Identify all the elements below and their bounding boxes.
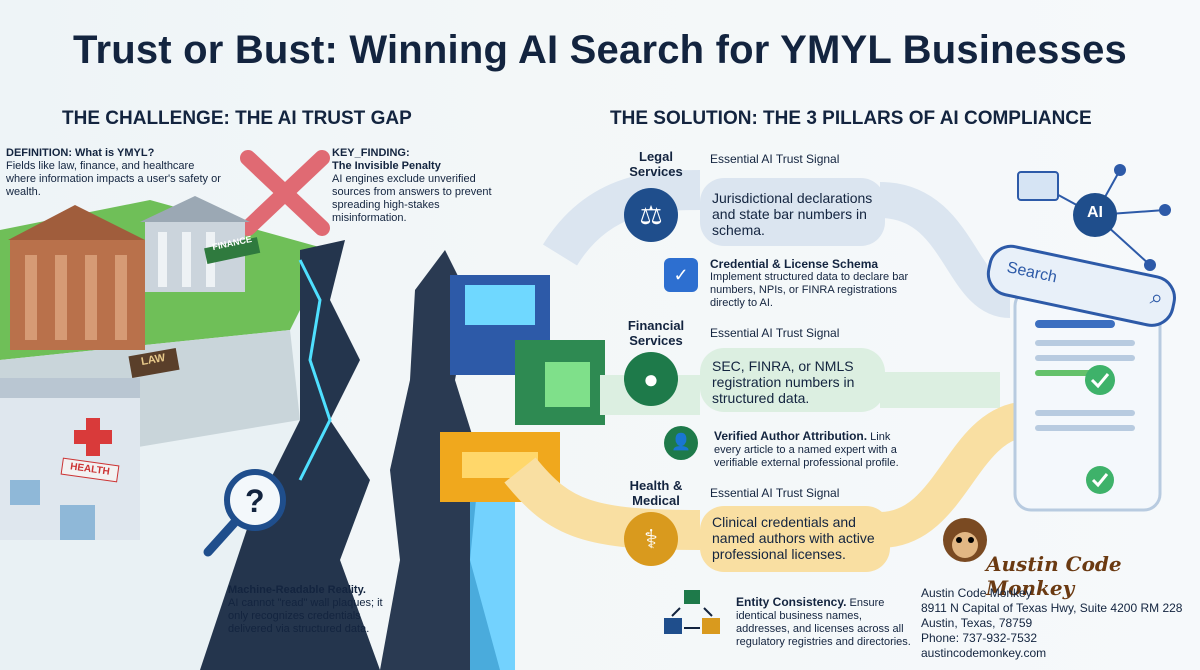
feature-credential: Credential & License Schema Implement st… — [710, 258, 910, 310]
pillar-finance-bar — [700, 348, 885, 412]
magnifier-question-icon: ? — [203, 469, 286, 557]
entity-buildings-icon — [662, 588, 722, 638]
feature-entity-title: Entity Consistency. — [736, 595, 847, 609]
feature-entity-body: Ensure identical business names, address… — [736, 597, 911, 648]
pillar-finance-text: SEC, FINRA, or NMLS registration numbers… — [712, 358, 855, 406]
pillar-legal-bar — [700, 178, 885, 246]
coins-icon: ● — [624, 352, 678, 406]
pillar-finance-signal: Essential AI Trust Signal — [710, 326, 840, 340]
page-title: Trust or Bust: Winning AI Search for YMY… — [73, 28, 1127, 72]
feature-author: Verified Author Attribution. Link every … — [714, 430, 914, 470]
pillar-health-label: Health & Medical — [629, 478, 683, 508]
machine-body: AI cannot "read" wall plaques; it only r… — [228, 597, 383, 635]
document-panel-icon — [1013, 288, 1162, 512]
feature-credential-body: Implement structured data to declare bar… — [710, 271, 909, 309]
brand-logo-text: Austin Code Monkey — [986, 552, 1122, 600]
definition-block: DEFINITION: What is YMYL? Fields like la… — [6, 147, 226, 199]
red-x-icon — [240, 150, 330, 236]
verified-author-icon: 👤 — [664, 426, 698, 460]
search-placeholder: Search — [1005, 259, 1059, 287]
definition-body: Fields like law, finance, and healthcare… — [6, 160, 221, 198]
solution-heading: THE SOLUTION: THE 3 PILLARS OF AI COMPLI… — [610, 108, 1092, 129]
ai-badge: AI — [1087, 204, 1103, 221]
key-finding-body: AI engines exclude unverified sources fr… — [332, 173, 492, 224]
search-icon: ⌕ — [1148, 283, 1166, 311]
feature-author-body: Link every article to a named expert wit… — [714, 431, 899, 469]
law-building-icon — [8, 205, 145, 350]
contact-website[interactable]: austincodemonkey.com — [921, 646, 1047, 660]
pillar-health-signal: Essential AI Trust Signal — [710, 486, 840, 500]
gavel-icon: ⚖ — [624, 188, 678, 242]
contact-block: Austin Code Monkey 8911 N Capital of Tex… — [921, 586, 1196, 661]
pillar-health-text: Clinical credentials and named authors w… — [712, 514, 875, 562]
key-finding-title: KEY_FINDING: — [332, 147, 410, 159]
caduceus-icon: ⚕ — [624, 512, 678, 566]
contact-name: Austin Code Monkey — [921, 586, 1032, 600]
ai-network-icon — [1017, 164, 1171, 271]
pillar-legal-text: Jurisdictional declarations and state ba… — [712, 190, 873, 238]
pillar-health-bar — [700, 506, 890, 572]
feature-credential-title: Credential & License Schema — [710, 257, 879, 271]
key-finding-subtitle: The Invisible Penalty — [332, 160, 441, 172]
definition-title: DEFINITION: What is YMYL? — [6, 147, 155, 159]
contact-phone: Phone: 737-932-7532 — [921, 631, 1038, 645]
machine-title: Machine-Readable Reality. — [228, 584, 366, 596]
pillar-legal-label: Legal Services — [629, 149, 683, 179]
pillar-finance-label: Financial Services — [627, 318, 685, 348]
challenge-heading: THE CHALLENGE: THE AI TRUST GAP — [62, 108, 412, 129]
feature-entity: Entity Consistency. Ensure identical bus… — [736, 596, 916, 649]
machine-block: Machine-Readable Reality. AI cannot "rea… — [228, 584, 388, 636]
contact-address1: 8911 N Capital of Texas Hwy, Suite 4200 … — [921, 601, 1183, 615]
contact-address2: Austin, Texas, 78759 — [921, 616, 1033, 630]
finance-building-icon — [140, 196, 250, 292]
feature-author-title: Verified Author Attribution. — [714, 429, 868, 443]
monkey-logo-icon — [943, 518, 987, 562]
key-finding-block: KEY_FINDING: The Invisible Penalty AI en… — [332, 147, 507, 225]
pillar-legal-signal: Essential AI Trust Signal — [710, 152, 840, 166]
shield-check-icon: ✓ — [664, 258, 698, 292]
svg-text:?: ? — [245, 483, 265, 519]
